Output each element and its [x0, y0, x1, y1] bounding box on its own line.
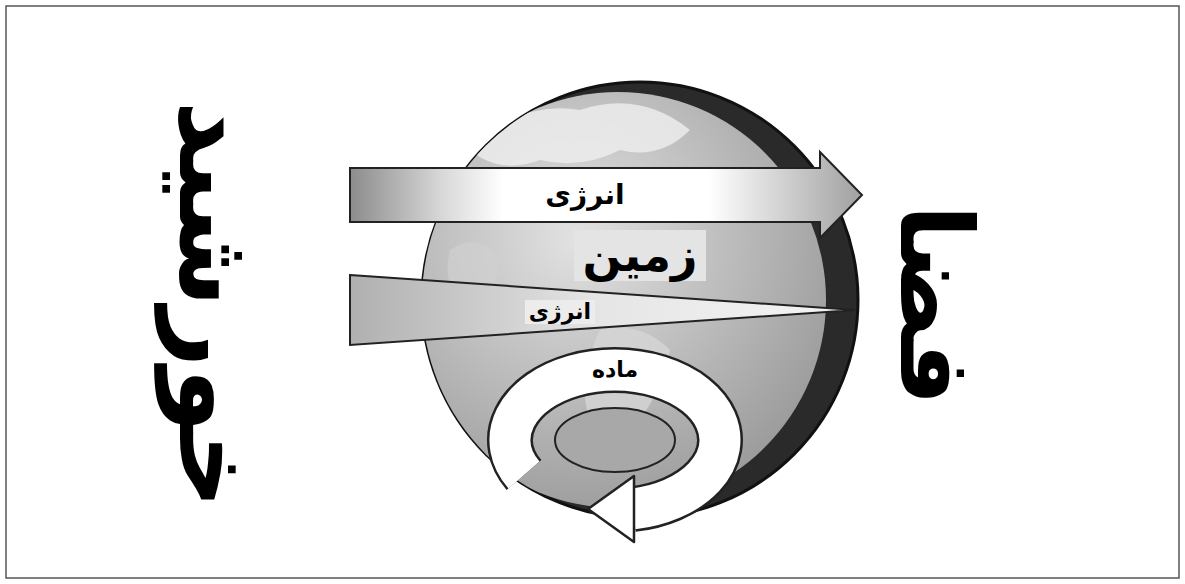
sun-label: خورشید	[157, 101, 273, 510]
earth-globe: زمین	[420, 80, 860, 520]
energy-arrow	[350, 152, 862, 238]
cycle-arrowhead	[588, 476, 634, 542]
energy-label: انرژی	[545, 180, 624, 211]
continent	[470, 103, 690, 165]
energy-wedge	[350, 275, 855, 345]
node-title: زمین	[574, 230, 705, 281]
energy-label: انرژی	[525, 300, 595, 324]
cycle-core	[555, 408, 675, 472]
matter-label: ماده	[588, 358, 642, 382]
space-label: فضا	[880, 204, 990, 406]
frame	[6, 6, 1179, 578]
